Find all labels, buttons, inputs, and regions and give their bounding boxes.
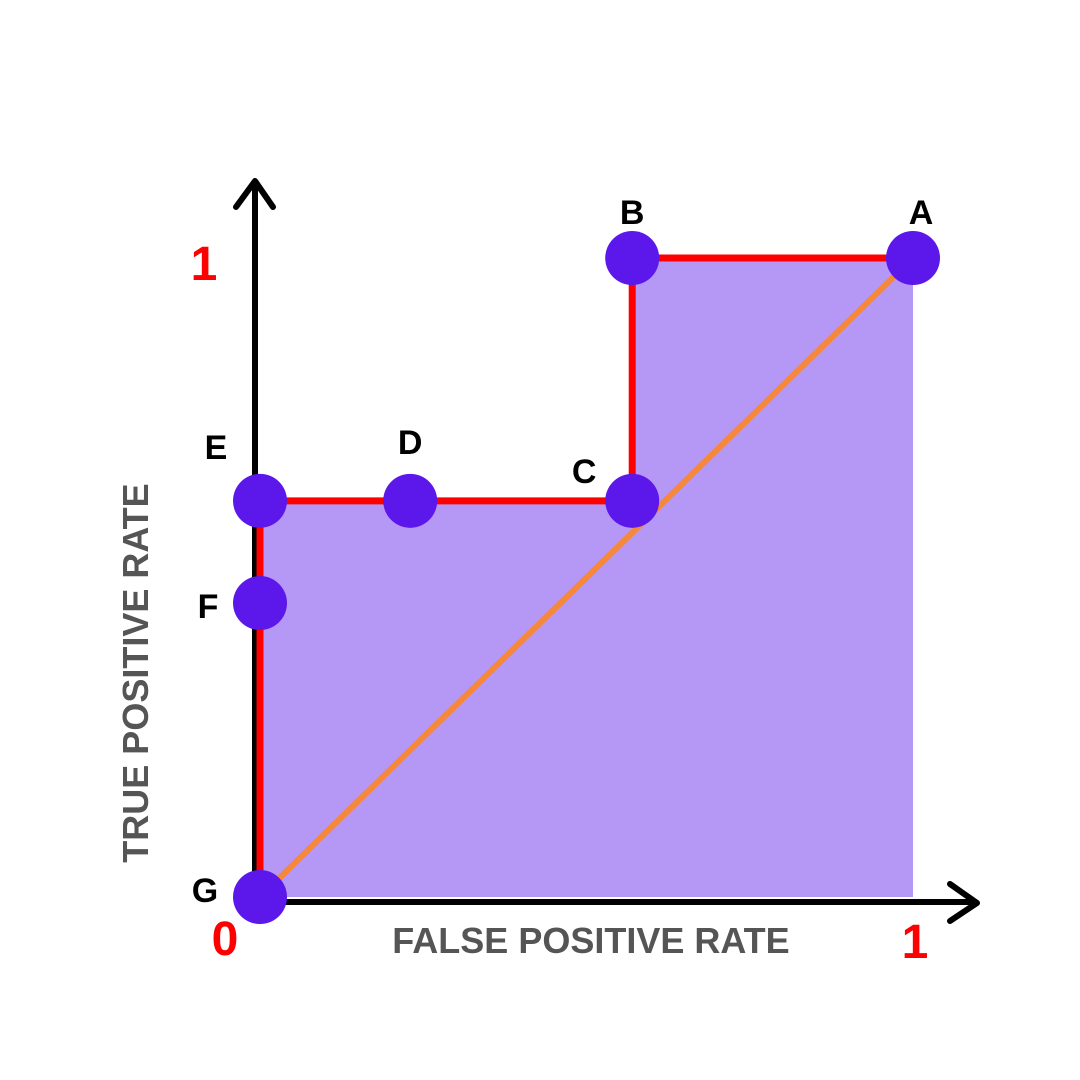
point-a [886,231,940,285]
point-d [383,473,438,528]
point-label-d: D [398,424,423,462]
x-axis-title: FALSE POSITIVE RATE [392,920,789,961]
y-tick-label-1: 1 [191,238,218,291]
point-g [233,870,287,924]
y-axis-arrowhead [233,178,276,210]
point-c [605,473,660,528]
point-label-e: E [205,429,228,467]
point-label-b: B [620,194,645,232]
diagonal-line [257,255,916,900]
x-tick-label-0: 0 [212,913,239,966]
diagonal-chance-line [257,255,916,900]
y-axis-title: TRUE POSITIVE RATE [115,483,156,862]
point-label-f: F [198,588,219,626]
point-f [233,576,287,631]
point-b [605,231,660,285]
roc-points [233,231,940,924]
axes [233,178,980,924]
point-labels: A B C D E F G [192,194,934,910]
point-label-a: A [909,194,934,232]
x-axis-arrowhead [947,881,980,924]
point-label-g: G [192,872,218,910]
x-tick-label-1: 1 [902,916,929,969]
point-label-c: C [572,453,597,491]
point-e [233,473,287,528]
